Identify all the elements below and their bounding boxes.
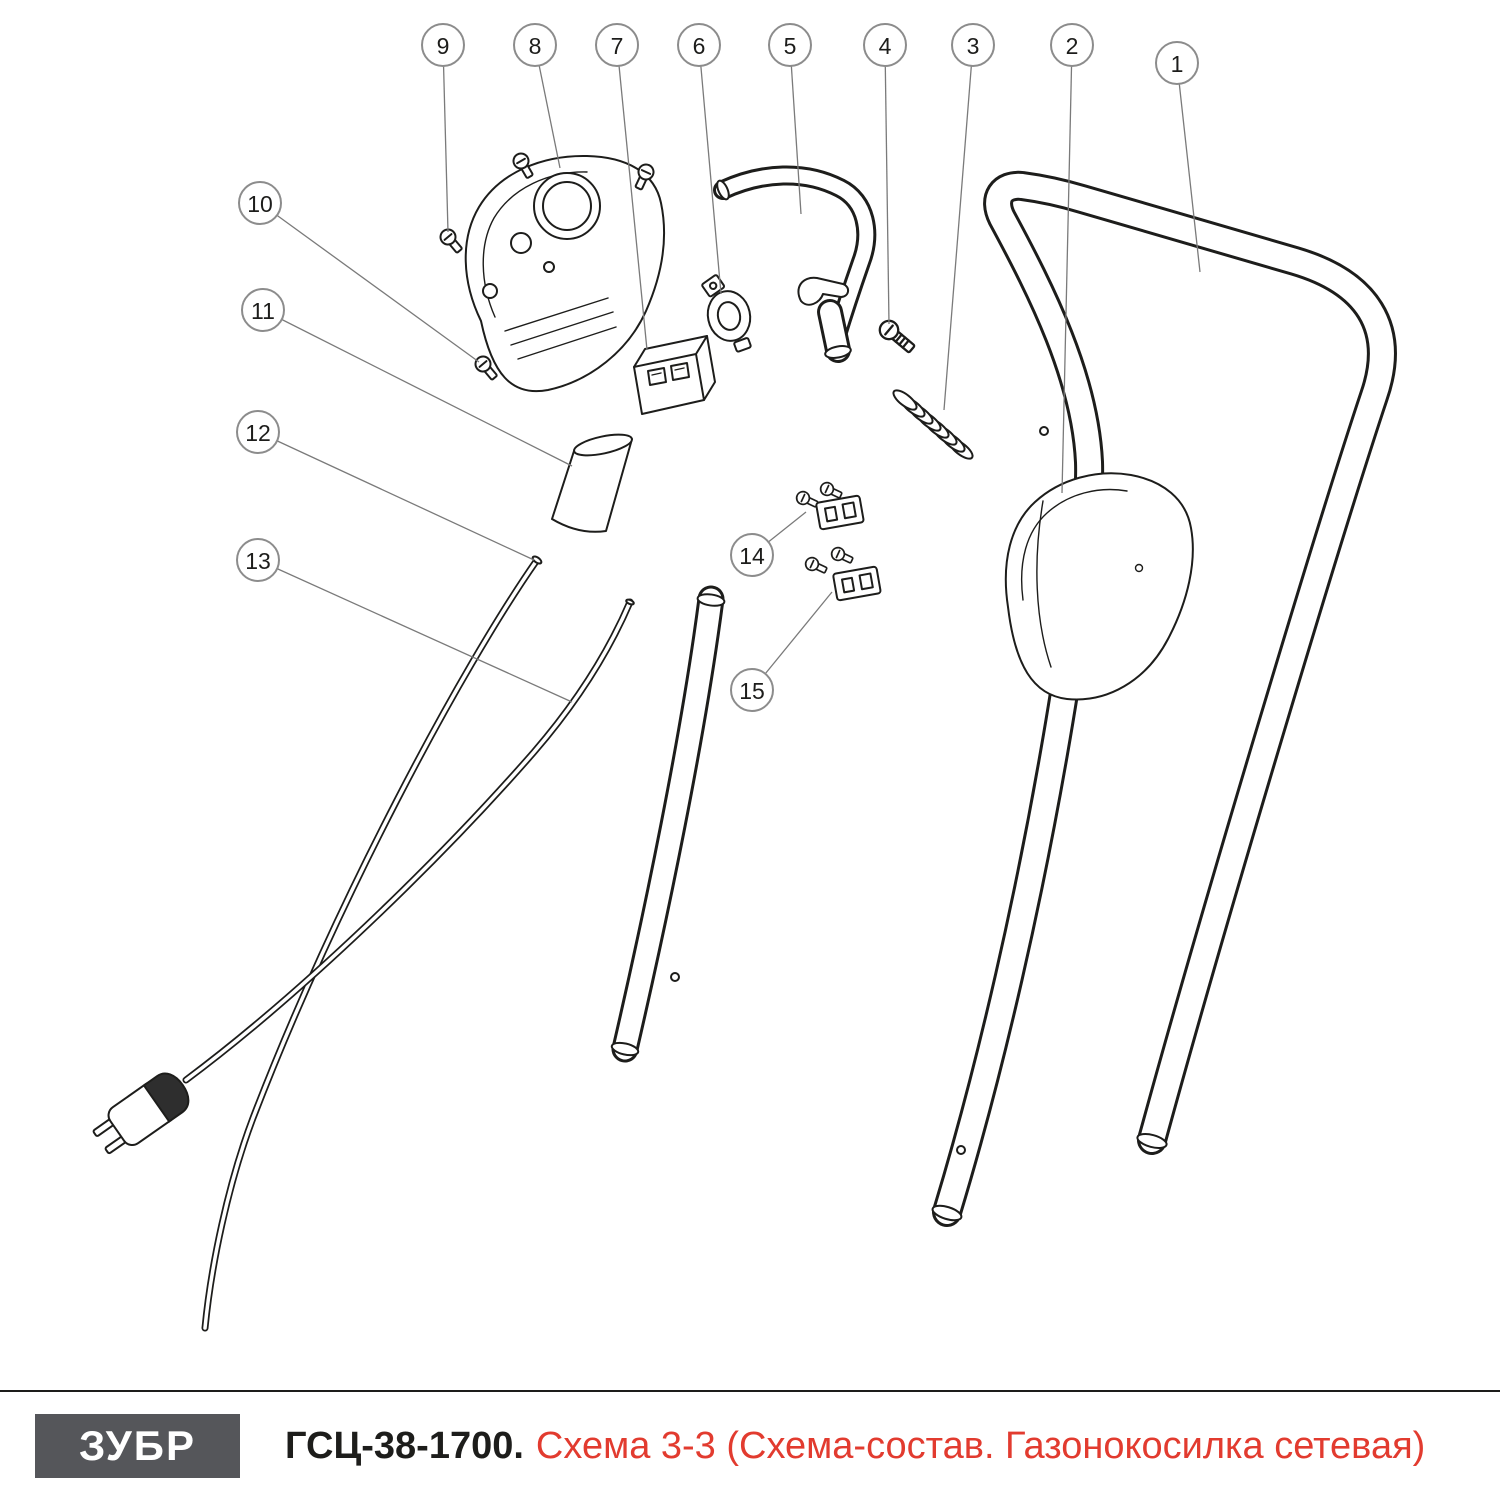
part-upper-handle	[931, 170, 1397, 1227]
part-rod	[201, 555, 543, 1332]
callout-number-11: 11	[251, 298, 275, 324]
leader-line-9	[442, 44, 449, 233]
leader-line-1	[1176, 62, 1201, 273]
callout-balloon-15	[730, 668, 774, 712]
bolt-icon	[874, 315, 919, 358]
callout-balloon-14	[730, 533, 774, 577]
part-cable-clip-15	[802, 544, 882, 602]
callout-number-6: 6	[693, 33, 706, 59]
callout-balloon-3	[951, 23, 995, 67]
lever-latch	[797, 276, 849, 306]
callout-balloon-9	[421, 23, 465, 67]
part-cable-clamp	[701, 274, 752, 353]
part-sleeve	[551, 433, 633, 533]
callout-balloon-1	[1155, 41, 1199, 85]
callout-number-2: 2	[1066, 33, 1079, 59]
callout-number-12: 12	[245, 420, 271, 446]
leader-line-13	[257, 559, 573, 703]
callout-number-4: 4	[879, 33, 892, 59]
leader-line-12	[257, 431, 535, 561]
screw-icon	[436, 225, 467, 257]
part-switch-cover	[1004, 472, 1194, 701]
part-power-cable	[92, 598, 635, 1155]
plug-grip	[142, 1072, 190, 1123]
screw-icon	[828, 544, 856, 568]
callout-balloon-5	[768, 23, 812, 67]
callout-number-3: 3	[967, 33, 980, 59]
zubr-logo: ЗУБР	[1, 1393, 240, 1478]
callout-number-9: 9	[437, 33, 450, 59]
model-number: ГСЦ-38-1700.	[285, 1424, 524, 1467]
diagram-title: ГСЦ-38-1700. Схема 3-3 (Схема-состав. Газ…	[285, 1425, 1425, 1468]
part-cable-clip-14	[793, 479, 865, 531]
callout-number-15: 15	[739, 678, 765, 704]
callout-balloon-10	[238, 181, 282, 225]
callout-balloon-4	[863, 23, 907, 67]
part-lower-handle-tube	[610, 585, 726, 1063]
leader-line-7	[616, 44, 648, 351]
callout-balloon-11	[241, 288, 285, 332]
callout-balloon-8	[513, 23, 557, 67]
footer: ЗУБР ГСЦ-38-1700. Схема 3-3 (Схема-состав…	[0, 1390, 1500, 1500]
diagram-subtitle: Схема 3-3 (Схема-состав. Газонокосилка с…	[535, 1424, 1426, 1467]
callout-number-10: 10	[247, 191, 273, 217]
part-switch-block	[633, 335, 716, 415]
screw-icon	[802, 554, 830, 578]
part-switch-housing	[464, 154, 666, 393]
handle-hole-bottom	[956, 1145, 966, 1155]
leader-line-4	[884, 44, 890, 325]
leader-line-11	[262, 309, 573, 467]
handle-hole-top	[1039, 426, 1049, 436]
callout-number-14: 14	[739, 543, 765, 569]
zubr-logo-icon	[1, 1393, 37, 1427]
leader-line-2	[1061, 44, 1073, 494]
callout-number-1: 1	[1171, 51, 1184, 77]
leader-line-5	[789, 44, 802, 215]
callout-number-13: 13	[245, 548, 271, 574]
part-power-plug	[92, 1072, 190, 1155]
leader-line-10	[259, 202, 480, 363]
leader-line-3	[943, 44, 974, 411]
cover-hole	[1134, 563, 1144, 573]
callout-number-8: 8	[529, 33, 542, 59]
callout-balloon-6	[677, 23, 721, 67]
callout-balloon-7	[595, 23, 639, 67]
zubr-logo-text: ЗУБР	[78, 1422, 197, 1469]
callout-number-7: 7	[611, 33, 624, 59]
callout-number-5: 5	[784, 33, 797, 59]
callout-balloon-12	[236, 410, 280, 454]
part-spring	[892, 389, 974, 460]
callout-balloon-2	[1050, 23, 1094, 67]
leader-line-6	[698, 44, 722, 295]
callout-balloon-13	[236, 538, 280, 582]
tube-hole	[670, 972, 680, 982]
part-bail-lever	[713, 165, 877, 363]
